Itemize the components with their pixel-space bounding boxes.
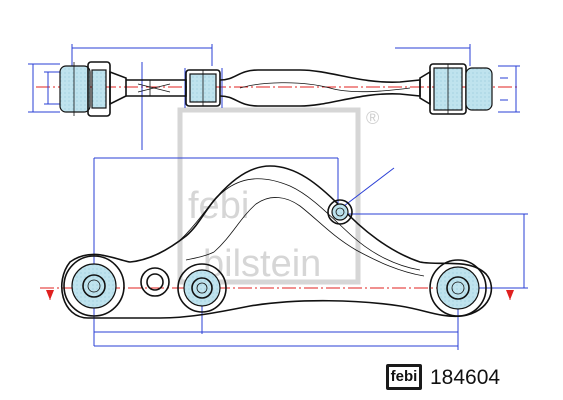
arm-body-side [61,165,493,319]
brand-logo: febi [386,364,422,390]
top-dimension-lines [28,44,520,150]
right-bushing-top [419,63,493,115]
top-view [28,44,520,150]
upper-bushing-side [327,199,353,225]
side-dimension-lines [93,157,528,350]
left-bushing-side [63,255,125,317]
small-hole-side [140,267,170,297]
side-view [40,157,528,350]
brand-logo-text: febi [389,367,419,387]
middle-bushing-top [185,69,221,107]
watermark-brand-bottom: bilstein [203,243,321,285]
part-number: 184604 [430,366,501,389]
right-bushing-side [429,259,487,317]
middle-bushing-side [177,263,227,313]
watermark-registered-mark: ® [366,108,380,128]
arm-body-top [219,69,421,107]
left-rod [126,79,187,97]
left-bushing-top [59,61,127,117]
